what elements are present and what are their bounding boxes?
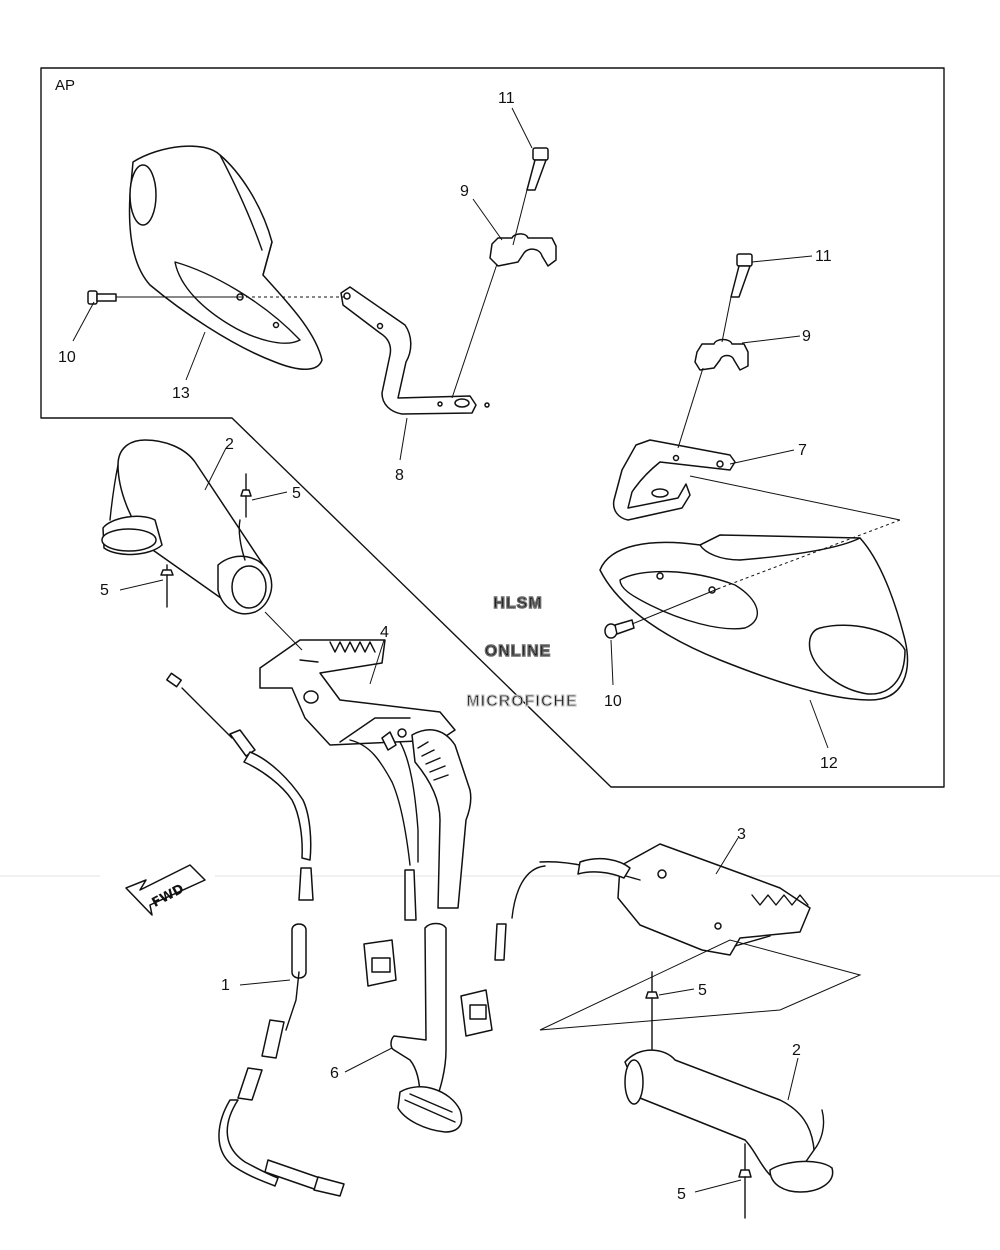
rivet-a xyxy=(240,473,252,518)
sensor-plate-upper xyxy=(259,639,456,746)
callout-numbers: 11 9 10 13 8 11 9 7 10 12 2 5 5 4 1 6 3 … xyxy=(58,90,838,1203)
callout-6: 6 xyxy=(330,1065,339,1082)
callout-5-d: 5 xyxy=(677,1186,686,1203)
leader-lines xyxy=(72,107,901,1193)
watermark: HLSM ONLINE MICROFICHE xyxy=(466,594,578,710)
callout-10-right: 10 xyxy=(604,693,622,710)
corrugated-hose xyxy=(390,729,472,1133)
clamp-upper xyxy=(489,233,557,267)
lower-dashed-outline xyxy=(539,939,862,1031)
watermark-line-1: HLSM xyxy=(493,595,542,612)
sensor-cable xyxy=(166,672,345,1197)
callout-9-right: 9 xyxy=(802,328,811,345)
duct-lower xyxy=(624,1049,834,1193)
watermark-line-3: MICROFICHE xyxy=(466,693,577,710)
bracket-left xyxy=(340,286,490,415)
fwd-arrow-icon: FWD xyxy=(125,864,206,916)
callout-4: 4 xyxy=(380,624,389,641)
callout-8: 8 xyxy=(395,467,404,484)
callout-5-c: 5 xyxy=(698,982,707,999)
callout-9-top: 9 xyxy=(460,183,469,200)
ap-frame xyxy=(40,67,945,788)
screw-right xyxy=(604,619,635,639)
bolt-right xyxy=(730,253,753,298)
watermark-line-2: ONLINE xyxy=(485,643,551,660)
plate-wires xyxy=(349,731,419,987)
rivet-b xyxy=(160,564,174,608)
callout-5-b: 5 xyxy=(100,582,109,599)
bolt-upper xyxy=(526,147,549,191)
screw-left xyxy=(87,290,117,305)
callout-11-top: 11 xyxy=(498,90,515,107)
callout-11-right: 11 xyxy=(815,248,832,265)
callout-13: 13 xyxy=(172,385,190,402)
hand-guard-right xyxy=(599,534,909,701)
callout-2-bottom: 2 xyxy=(792,1042,801,1059)
callout-3: 3 xyxy=(737,826,746,843)
callout-5-a: 5 xyxy=(292,485,301,502)
bracket-right xyxy=(612,439,736,521)
rivet-d xyxy=(738,1143,752,1219)
clamp-right xyxy=(694,338,749,371)
callout-1: 1 xyxy=(221,977,230,994)
rivet-c xyxy=(645,971,659,1053)
hand-guard-left xyxy=(128,145,323,370)
callout-12: 12 xyxy=(820,755,838,772)
callout-2-top: 2 xyxy=(225,436,234,453)
callout-7: 7 xyxy=(798,442,807,459)
duct-upper xyxy=(101,439,273,615)
frame-label: AP xyxy=(55,77,75,94)
callout-10-left: 10 xyxy=(58,349,76,366)
sensor-plate-lower xyxy=(460,843,811,1037)
